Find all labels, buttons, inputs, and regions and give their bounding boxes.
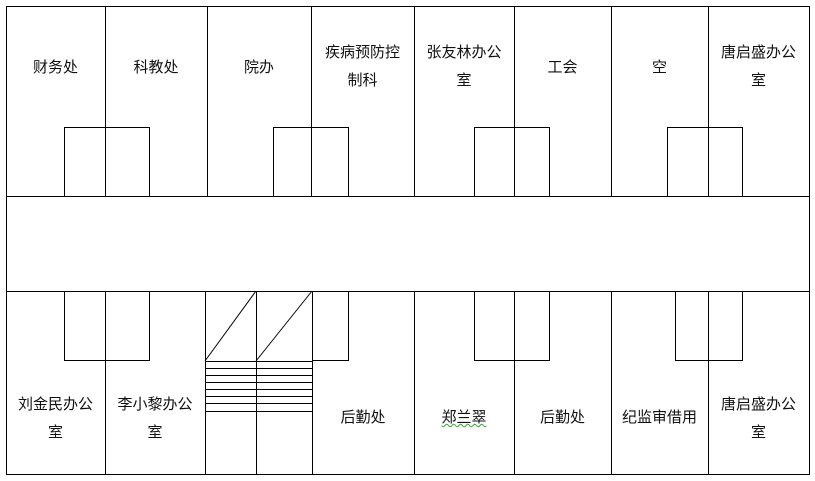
top-doors xyxy=(64,127,743,197)
outer-wall xyxy=(6,6,810,475)
room-label-empty: 空 xyxy=(651,58,667,76)
room-label-logistics-1: 后勤处 xyxy=(340,408,386,426)
bottom-room-dividers xyxy=(105,291,709,474)
room-label-union: 工会 xyxy=(547,58,578,76)
room-label-discipline-audit: 纪监审借用 xyxy=(621,408,697,426)
room-label-zheng-lancui: 郑兰翠 xyxy=(441,408,487,426)
room-label-li-xiaoli-office: 李小黎办公 室 xyxy=(117,395,193,441)
room-label-science-education: 科教处 xyxy=(133,58,179,76)
bottom-doors xyxy=(64,291,743,361)
room-label-zhang-youlin-office: 张友林办公 室 xyxy=(426,43,502,89)
staircase xyxy=(204,290,313,412)
room-label-liu-jinmin-office: 刘金民办公 室 xyxy=(17,395,93,441)
room-label-hospital-office: 院办 xyxy=(243,58,274,76)
room-label-disease-prevention: 疾病预防控 制科 xyxy=(324,43,400,89)
room-label-finance: 财务处 xyxy=(32,58,78,76)
room-label-tang-qisheng-office-top: 唐启盛办公 室 xyxy=(720,43,796,89)
room-label-tang-qisheng-office-bottom: 唐启盛办公 室 xyxy=(720,395,796,441)
room-label-logistics-2: 后勤处 xyxy=(539,408,585,426)
top-room-dividers xyxy=(105,6,709,196)
